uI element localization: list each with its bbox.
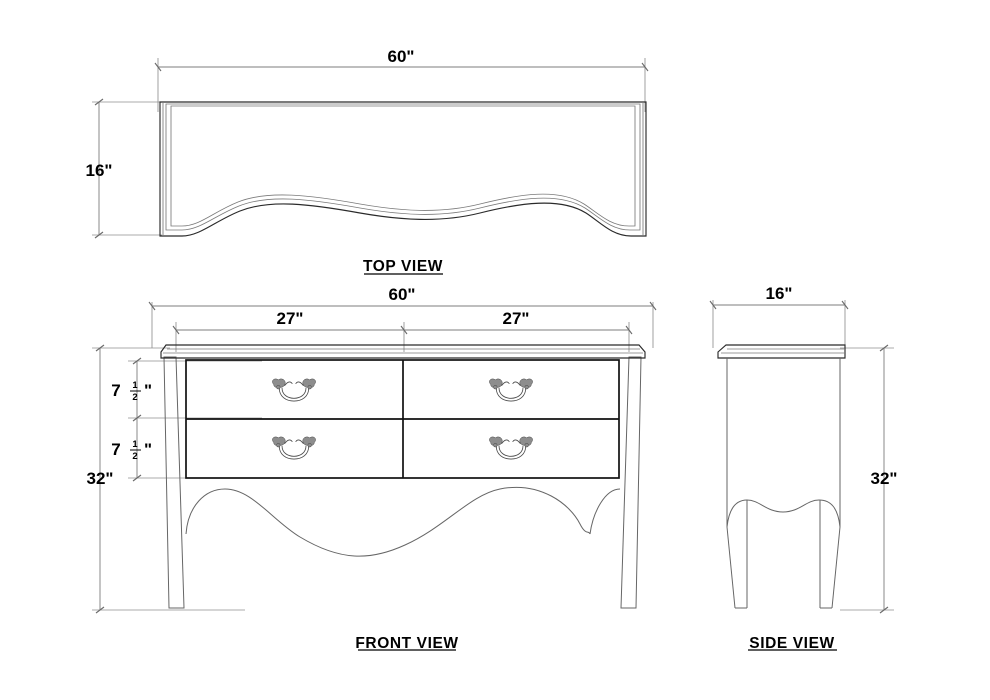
front-view-drawer-width-dimensions xyxy=(172,322,633,352)
drawer-pull-top-right[interactable] xyxy=(489,378,533,402)
top-view-depth-dimension xyxy=(92,98,162,239)
top-view-width-label: 60" xyxy=(388,47,415,66)
front-view-legs xyxy=(163,356,642,609)
front-view-title: FRONT VIEW xyxy=(355,635,458,652)
side-view-leg-curve xyxy=(726,499,841,528)
front-view-width-dimension xyxy=(148,301,657,348)
top-view-depth-label: 16" xyxy=(86,161,113,180)
drawer-pull-top-left[interactable] xyxy=(272,378,316,402)
front-view-drawer-case xyxy=(185,359,620,479)
upper-drawer-height-inch-mark: " xyxy=(144,381,152,400)
front-view-lower-drawer-height-label: 7 1 2 " xyxy=(111,439,152,462)
side-view-height-dimension xyxy=(840,344,894,614)
drawer-pull-bottom-left[interactable] xyxy=(272,436,316,460)
upper-drawer-height-numerator: 1 xyxy=(132,380,138,391)
top-view-title: TOP VIEW xyxy=(363,258,443,275)
upper-drawer-height-denominator: 2 xyxy=(132,392,137,403)
side-view-depth-label: 16" xyxy=(766,284,793,303)
drawer-pull-bottom-right[interactable] xyxy=(489,436,533,460)
front-view-width-label: 60" xyxy=(389,285,416,304)
side-view-title: SIDE VIEW xyxy=(749,635,835,652)
lower-drawer-height-numerator: 1 xyxy=(132,439,138,450)
upper-drawer-height-whole: 7 xyxy=(111,381,120,400)
side-view-depth-dimension xyxy=(709,300,849,348)
lower-drawer-height-inch-mark: " xyxy=(144,440,152,459)
side-view-group xyxy=(709,300,894,651)
front-view-height-dimension xyxy=(92,344,245,614)
front-view-right-drawer-width-label: 27" xyxy=(503,309,530,328)
top-view-width-dimension xyxy=(154,58,649,112)
lower-drawer-height-whole: 7 xyxy=(111,440,120,459)
side-view-height-label: 32" xyxy=(871,469,898,488)
front-view-top-slab xyxy=(160,344,646,359)
front-view-group xyxy=(92,301,657,651)
lower-drawer-height-denominator: 2 xyxy=(132,451,137,462)
side-view-top-slab xyxy=(717,344,846,359)
top-view-group xyxy=(92,58,649,275)
front-view-apron-curve xyxy=(185,487,591,557)
front-view-height-label: 32" xyxy=(87,469,114,488)
side-view-body xyxy=(726,358,841,527)
front-view-left-drawer-width-label: 27" xyxy=(277,309,304,328)
front-view-upper-drawer-height-label: 7 1 2 " xyxy=(111,380,152,403)
